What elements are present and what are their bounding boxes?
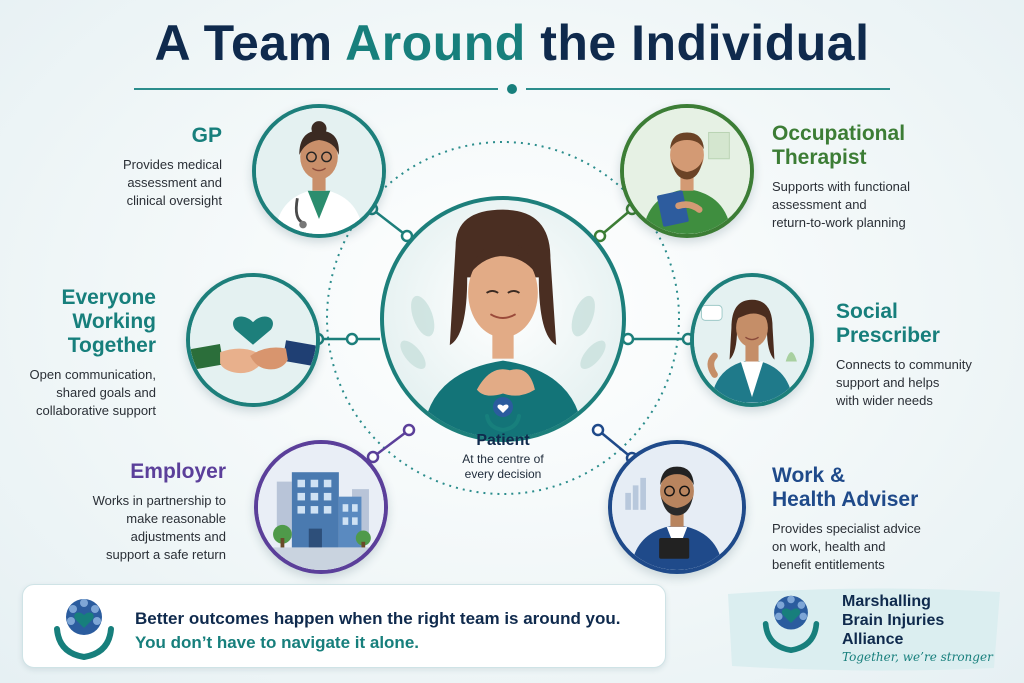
heart-icon (233, 316, 273, 345)
gp-block: GP Provides medical assessment and clini… (82, 124, 222, 210)
patient-label: Patient At the centre of every decision (418, 432, 588, 482)
patient-emblem-icon (485, 397, 521, 433)
title-part-1: A Team (154, 15, 346, 71)
patient-subtitle: At the centre of every decision (462, 452, 544, 481)
title-part-3: the Individual (525, 15, 870, 71)
social-prescriber-portrait (690, 273, 814, 407)
everyone-working-together-block: Everyone Working Together Open communica… (14, 286, 156, 420)
social-prescriber-description: Connects to community support and helps … (836, 357, 972, 408)
gp-portrait (252, 104, 386, 238)
employer-description: Works in partnership to make reasonable … (92, 493, 226, 562)
work-health-adviser-description: Provides specialist advice on work, heal… (772, 521, 921, 572)
organisation-name: Marshalling Brain Injuries Alliance (842, 593, 945, 648)
brain-heart-hands-icon (762, 595, 820, 654)
organisation-tagline: Together, we’re stronger (842, 650, 993, 664)
outer-dotted-ring (326, 141, 680, 495)
page-title: A Team Around the Individual (0, 14, 1024, 72)
employer-heading: Employer (130, 460, 226, 483)
message-banner: Better outcomes happen when the right te… (22, 584, 666, 668)
social-prescriber-heading: Social Prescriber (836, 300, 940, 347)
title-accent: Around (345, 15, 526, 71)
gp-description: Provides medical assessment and clinical… (123, 157, 222, 208)
gp-heading: GP (191, 124, 222, 147)
brain-heart-hands-icon (54, 599, 114, 661)
work-health-adviser-portrait (608, 440, 746, 574)
social-prescriber-block: Social Prescriber Connects to community … (836, 300, 1016, 410)
occupational-therapist-portrait (620, 104, 754, 238)
everyone-description: Open communication, shared goals and col… (29, 367, 156, 418)
ot-heading: Occupational Therapist (772, 122, 906, 169)
work-health-adviser-block: Work & Health Adviser Provides specialis… (772, 464, 972, 574)
patient-name: Patient (476, 432, 530, 449)
employer-block: Employer Works in partnership to make re… (52, 460, 226, 564)
everyone-heading: Everyone Working Together (61, 286, 156, 357)
handshake-illustration (186, 273, 320, 407)
occupational-therapist-block: Occupational Therapist Supports with fun… (772, 122, 972, 232)
ot-description: Supports with functional assessment and … (772, 179, 911, 230)
organisation-logo: Marshalling Brain Injuries Alliance Toge… (722, 582, 1004, 674)
banner-line-2: You don’t have to navigate it alone. (135, 633, 419, 652)
work-health-adviser-heading: Work & Health Adviser (772, 464, 919, 511)
employer-building-illustration (254, 440, 388, 574)
banner-line-1: Better outcomes happen when the right te… (135, 609, 621, 628)
title-divider (134, 84, 890, 94)
